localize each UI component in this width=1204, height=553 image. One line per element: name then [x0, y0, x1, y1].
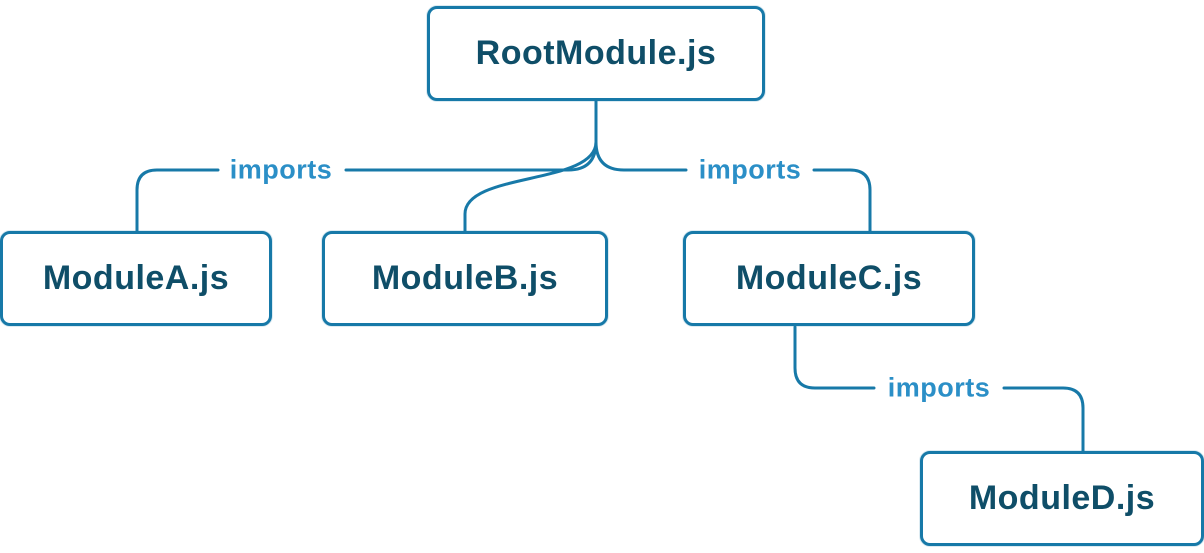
node-rootmodule: RootModule.js	[427, 6, 765, 101]
edge-label-imports-left: imports	[225, 154, 337, 186]
edge-root-to-c-2	[812, 168, 872, 233]
edge-root-to-a-1	[344, 140, 598, 172]
edge-label-imports-bottom: imports	[883, 372, 995, 404]
edge-root-to-a-2	[135, 168, 220, 233]
node-moduleb-label: ModuleB.js	[371, 259, 559, 297]
edge-root-to-c-1	[594, 140, 688, 172]
edge-c-to-d-2	[1002, 386, 1085, 453]
node-modulea-label: ModuleA.js	[42, 259, 230, 297]
node-moduled-label: ModuleD.js	[968, 479, 1156, 517]
edge-root-to-b	[463, 140, 598, 233]
node-modulec-label: ModuleC.js	[735, 259, 923, 297]
node-modulec: ModuleC.js	[683, 231, 975, 326]
node-moduleb: ModuleB.js	[322, 231, 608, 326]
edge-c-to-d-1	[793, 325, 876, 390]
node-rootmodule-label: RootModule.js	[475, 34, 717, 72]
edge-label-imports-right: imports	[694, 154, 806, 186]
node-modulea: ModuleA.js	[0, 231, 272, 326]
node-moduled: ModuleD.js	[920, 451, 1204, 546]
